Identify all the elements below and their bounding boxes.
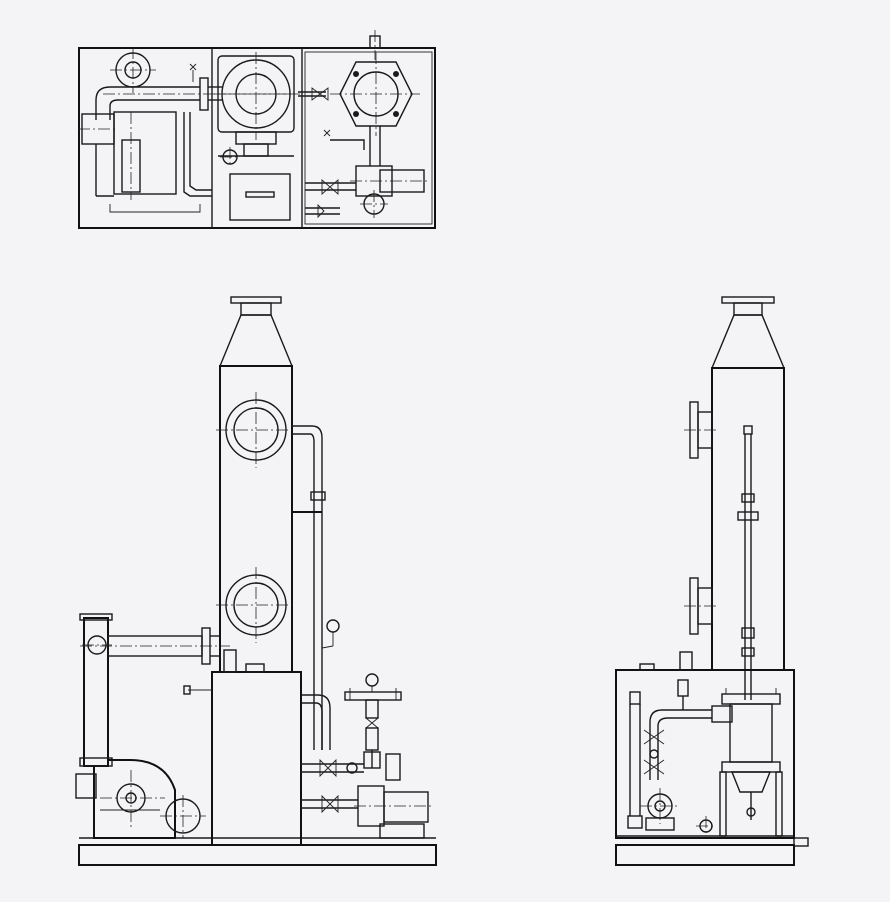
front-pump-base — [379, 823, 425, 839]
front-gauge-2 — [365, 673, 379, 687]
side-sump-box — [615, 669, 795, 839]
front-fan-housing — [93, 759, 176, 839]
plan-fan-housing — [113, 111, 177, 195]
front-sump-vent — [223, 649, 237, 673]
plan-feed-pipe — [305, 182, 356, 191]
front-pump-motor — [383, 791, 429, 823]
plan-view — [78, 30, 436, 229]
plan-outline — [78, 47, 436, 229]
plan-valve — [311, 87, 329, 101]
plan-valve-mark — [189, 63, 197, 82]
plan-flange — [199, 77, 209, 111]
side-vessel — [729, 703, 773, 763]
plan-side-pipe — [183, 112, 212, 197]
front-header-pipe — [344, 691, 402, 701]
side-top-flange — [721, 296, 775, 304]
front-sump-outlet — [301, 694, 331, 750]
plan-base-bracket — [109, 204, 201, 213]
plan-return-pipe — [330, 139, 365, 150]
side-drain-stub — [793, 837, 809, 847]
front-spray-pipe — [292, 425, 323, 750]
side-vessel-cone — [730, 771, 772, 793]
side-recirc-pipe — [649, 709, 712, 780]
side-cone — [710, 314, 786, 369]
side-elevation — [615, 296, 809, 866]
front-sump-box — [211, 671, 302, 846]
front-tower-body — [219, 365, 293, 673]
front-suction-line — [300, 799, 358, 809]
plan-duct — [95, 86, 200, 120]
plan-inner-panel — [304, 51, 433, 225]
front-pressure-gauge — [326, 619, 340, 633]
front-elevation — [75, 296, 437, 866]
side-base-skid — [615, 844, 795, 866]
plan-tank — [229, 173, 291, 221]
side-tower-body — [711, 367, 785, 671]
front-cone — [218, 314, 294, 367]
front-feed-line — [300, 763, 364, 773]
front-valve-2 — [365, 717, 379, 729]
side-sump-vent — [679, 651, 693, 671]
front-base-skid — [78, 844, 437, 866]
front-top-flange — [230, 296, 282, 304]
